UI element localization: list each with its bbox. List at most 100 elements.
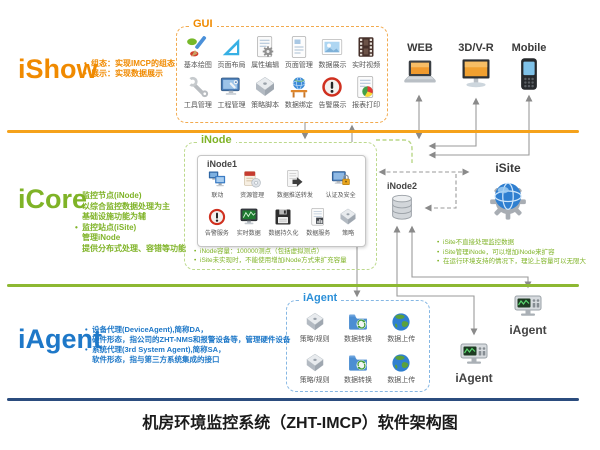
client-web-label: WEB: [407, 42, 433, 54]
inode1-row2: 告警服务 实时数据 数据持久化 数据服务: [201, 207, 362, 237]
inode-module-label: 告警服务: [204, 231, 229, 237]
divider-title: [7, 398, 579, 401]
inode-module-label: 实时数据: [236, 231, 261, 237]
client-web: WEB: [398, 42, 442, 92]
gui-module-label: 数据绑定: [284, 102, 313, 109]
gui-module: 基本绘图: [181, 35, 215, 70]
db-icon: [387, 192, 417, 222]
isite-label: iSite: [495, 161, 521, 175]
note-line: •iSite未实现时，不能使用增加iNode方式来扩充容量: [194, 256, 347, 264]
iagent-box-label: iAgent: [299, 292, 342, 304]
gui-module: 数据展示: [316, 35, 350, 70]
gui-module: 告警展示: [316, 75, 350, 110]
client-bus-stub: [376, 139, 413, 163]
keycap-icon: [304, 311, 326, 333]
note-line: •iNode容量：100000测点（包括虚拟测点）: [194, 248, 324, 255]
globe-desk-icon: [287, 75, 311, 99]
phone-icon: [511, 56, 547, 92]
gui-module: 实时视频: [349, 35, 383, 70]
inode-module: 策略: [338, 207, 358, 237]
doc-gear-icon: [253, 35, 277, 59]
note-line: •展示：实现数据展示: [84, 69, 163, 78]
monitor3d-icon: [458, 56, 494, 92]
client-mobile-label: Mobile: [511, 42, 547, 54]
monitor-wave-icon: [239, 207, 259, 227]
inode2-label: iNode2: [386, 181, 417, 191]
note-line: 以综合监控数据处理为主: [82, 201, 170, 211]
inode-module: 数据推送转发: [277, 169, 313, 199]
divider-icore-iagent: [7, 284, 579, 287]
note-line: •监控站点(iSite): [75, 222, 137, 232]
iagent-module: 策略/规则: [293, 311, 336, 344]
note-line: •组态：实现IMCP的组态: [84, 59, 175, 68]
gui-module-label: 策略脚本: [251, 102, 280, 109]
inode-module: 认证及安全: [326, 169, 356, 199]
folder-sync-icon: [347, 311, 369, 333]
report-icon: [354, 75, 378, 99]
gui-module: 报表打印: [349, 75, 383, 110]
gui-module-label: 报表打印: [352, 102, 381, 109]
inode-module: 数据服务: [306, 207, 330, 237]
gui-module-label: 基本绘图: [183, 62, 212, 69]
keycap-icon: [253, 75, 277, 99]
gui-module: 页面管理: [282, 35, 316, 70]
doc-icon: [287, 35, 311, 59]
app-box-icon: [242, 169, 262, 189]
ishow-notes: •组态：实现IMCP的组态•展示：实现数据展示: [84, 59, 188, 79]
pc-lock-icon: [331, 169, 351, 189]
note-line: 管理iNode: [82, 233, 121, 242]
alarm-icon: [207, 207, 227, 227]
iagent-module-label: 策略/规则: [299, 377, 330, 384]
device-icon: [454, 338, 494, 370]
inode-module: 数据持久化: [268, 207, 299, 237]
iagent-device-2: iAgent: [450, 338, 498, 385]
iagent-device-1: iAgent: [504, 290, 552, 337]
inode-module: 实时数据: [237, 207, 261, 237]
laptop-icon: [402, 56, 438, 92]
iagent-module-label: 数据转换: [343, 377, 372, 384]
device-icon: [508, 290, 548, 322]
paintbrush-icon: [186, 35, 210, 59]
inode-module: 联动: [207, 169, 227, 199]
globe-icon: [390, 311, 412, 333]
inode-module-label: 数据持久化: [268, 231, 299, 237]
note-line: •iSite不直接处理监控数据: [437, 239, 515, 246]
inode-module: 告警服务: [205, 207, 229, 237]
gui-module: 属性编辑: [248, 35, 282, 70]
gui-box-label: GUI: [189, 18, 217, 30]
note-line: 硬件形态，指公司的ZHT-NMS和报警设备等，管理硬件设备: [92, 335, 291, 344]
band-label-ishow: iShow: [18, 54, 98, 84]
inode-module-label: 数据服务: [306, 231, 331, 237]
iagent-module: 数据转换: [336, 352, 379, 385]
wrench-icon: [186, 75, 210, 99]
alarm-icon: [320, 75, 344, 99]
note-line: •在运行环境支持的情况下，理论上容量可以无限大: [437, 258, 586, 265]
iagent-module-label: 数据上传: [387, 336, 416, 343]
gui-module-label: 工程管理: [217, 102, 246, 109]
band-label-icore: iCore: [18, 184, 88, 214]
keycap-icon: [338, 207, 358, 227]
gui-module-label: 告警展示: [318, 102, 347, 109]
globe-icon: [390, 352, 412, 374]
note-line: •设备代理(DeviceAgent),简称DA，: [85, 325, 208, 334]
inode1-row1: 联动 资源管理 数据推送转发 认证及安全: [201, 169, 362, 199]
iagent-module-label: 数据上传: [387, 377, 416, 384]
inode-module-label: 认证及安全: [325, 193, 356, 199]
note-line: •iSite管理iNode，可以增加iNode来扩容: [437, 248, 555, 256]
iagent-module-label: 数据转换: [343, 336, 372, 343]
gui-module: 工程管理: [215, 75, 249, 110]
keycap-icon: [304, 352, 326, 374]
arrow-mobile-link: [428, 94, 533, 159]
floppy-icon: [273, 207, 293, 227]
set-square-icon: [219, 35, 243, 59]
iagent-box: iAgent 策略/规则 数据转换 数据上传: [286, 292, 430, 392]
gui-module-label: 数据展示: [318, 62, 347, 69]
band-label-iagent: iAgent: [18, 324, 102, 354]
client-3dvr: 3D/V-R: [452, 42, 500, 92]
gui-module-grid: 基本绘图 页面布局 属性编辑 页面管理: [181, 35, 383, 110]
iagent-device-1-label: iAgent: [509, 323, 547, 337]
note-line: 提供分布式处理、容错等功能: [82, 243, 186, 253]
globe-gear-icon: [486, 177, 530, 221]
doc-arrow-icon: [285, 169, 305, 189]
inode-box: iNode iNode1 联动 资源管理: [184, 134, 377, 270]
